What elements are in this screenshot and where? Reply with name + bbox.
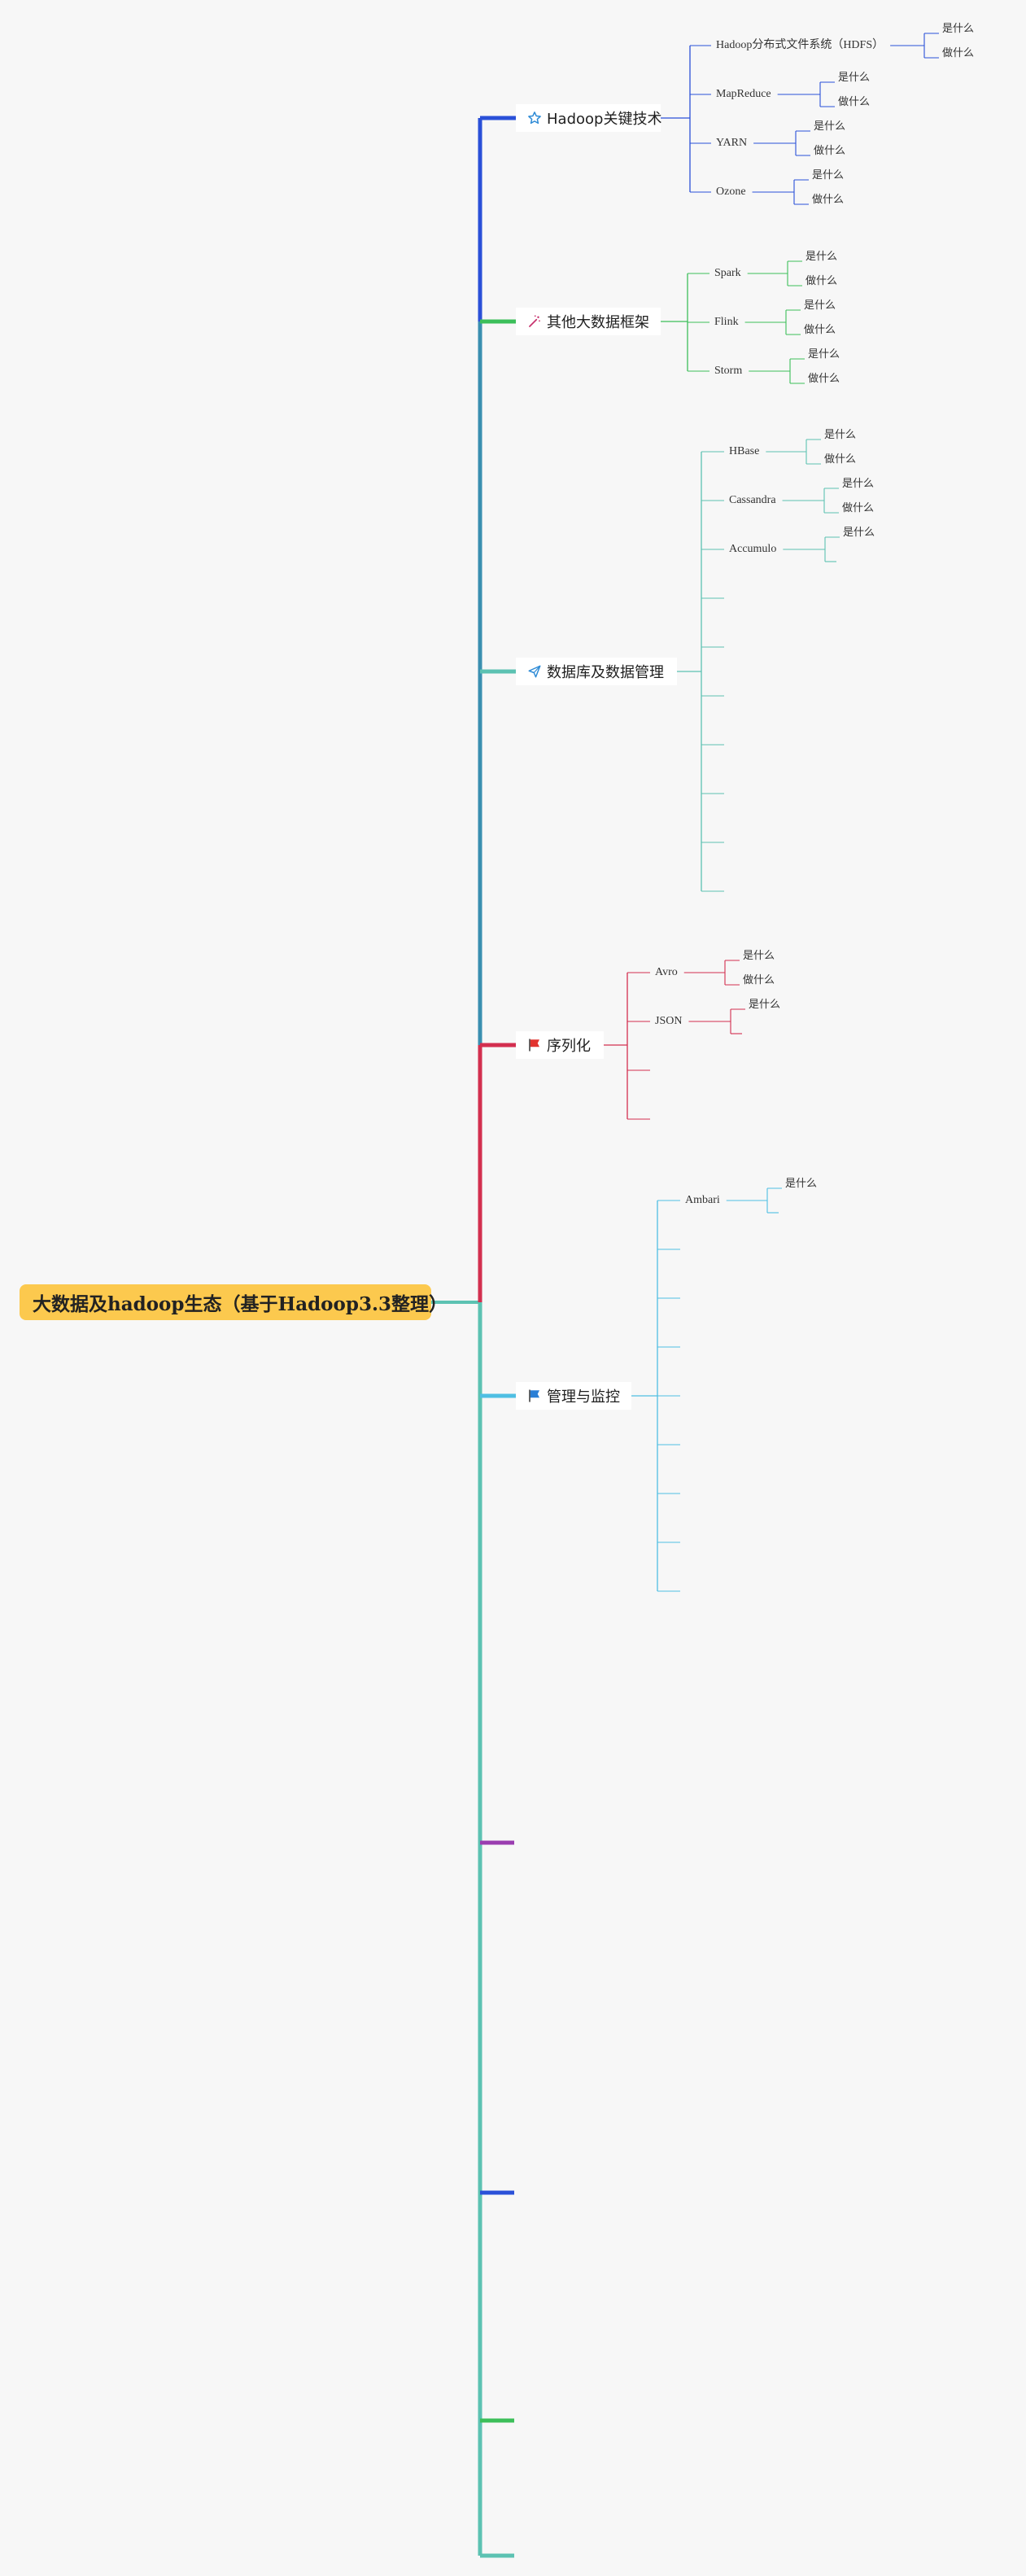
leaf-topic[interactable]: 做什么 <box>806 275 838 287</box>
star-icon <box>527 111 547 125</box>
leaf-topic[interactable]: 是什么 <box>812 169 845 182</box>
leaf-topic[interactable]: 做什么 <box>804 324 836 336</box>
leaf-topic[interactable]: 是什么 <box>814 120 846 133</box>
child-topic[interactable]: Cassandra <box>729 494 776 506</box>
magic-wand-icon <box>527 314 547 329</box>
leaf-topic[interactable]: 是什么 <box>842 478 875 490</box>
child-topic[interactable]: Ozone <box>716 186 746 198</box>
branch-label: 其他大数据框架 <box>547 314 649 331</box>
branch-topic[interactable]: 其他大数据框架 <box>516 308 661 335</box>
leaf-topic[interactable]: 做什么 <box>743 974 775 986</box>
leaf-topic[interactable]: 是什么 <box>806 251 838 263</box>
branch-topic[interactable]: 数据库及数据管理 <box>516 658 677 685</box>
paper-plane-icon <box>527 664 547 679</box>
branch-topic[interactable]: Hadoop关键技术 <box>516 104 661 132</box>
leaf-topic[interactable]: 是什么 <box>942 23 975 35</box>
child-topic[interactable]: Avro <box>655 966 678 978</box>
child-topic[interactable]: YARN <box>716 137 748 149</box>
red-flag-icon <box>527 1038 547 1052</box>
leaf-topic[interactable]: 是什么 <box>743 950 775 962</box>
root-topic[interactable]: 大数据及hadoop生态（基于Hadoop3.3整理） <box>20 1284 448 1320</box>
branch-label: 序列化 <box>547 1038 591 1055</box>
child-topic[interactable]: Ambari <box>685 1194 720 1206</box>
leaf-topic[interactable]: 做什么 <box>838 96 871 108</box>
child-topic[interactable]: Flink <box>714 316 739 328</box>
leaf-topic[interactable]: 是什么 <box>749 999 781 1011</box>
child-topic[interactable]: Storm <box>714 365 743 377</box>
branch-topic[interactable]: 管理与监控 <box>516 1382 631 1410</box>
branch-label: 管理与监控 <box>547 1389 620 1406</box>
leaf-topic[interactable]: 做什么 <box>814 145 846 157</box>
leaf-topic[interactable]: 做什么 <box>808 373 840 385</box>
leaf-topic[interactable]: 是什么 <box>785 1178 818 1190</box>
branch-topic[interactable]: 序列化 <box>516 1031 604 1059</box>
leaf-topic[interactable]: 做什么 <box>842 502 875 514</box>
leaf-topic[interactable]: 是什么 <box>804 300 836 312</box>
child-topic[interactable]: Spark <box>714 267 741 279</box>
child-topic[interactable]: Hadoop分布式文件系统（HDFS） <box>716 39 884 51</box>
leaf-topic[interactable]: 是什么 <box>838 72 871 84</box>
leaf-topic[interactable]: 是什么 <box>824 429 857 441</box>
leaf-topic[interactable]: 是什么 <box>843 527 875 539</box>
leaf-topic[interactable]: 做什么 <box>824 453 857 466</box>
leaf-topic[interactable]: 是什么 <box>808 348 840 361</box>
child-topic[interactable]: Accumulo <box>729 543 777 555</box>
child-topic[interactable]: HBase <box>729 445 760 457</box>
child-topic[interactable]: JSON <box>655 1015 683 1027</box>
branch-label: Hadoop关键技术 <box>547 111 662 128</box>
blue-flag-icon <box>527 1389 547 1403</box>
branch-label: 数据库及数据管理 <box>547 664 664 681</box>
child-topic[interactable]: MapReduce <box>716 88 771 100</box>
leaf-topic[interactable]: 做什么 <box>942 47 975 59</box>
leaf-topic[interactable]: 做什么 <box>812 194 845 206</box>
